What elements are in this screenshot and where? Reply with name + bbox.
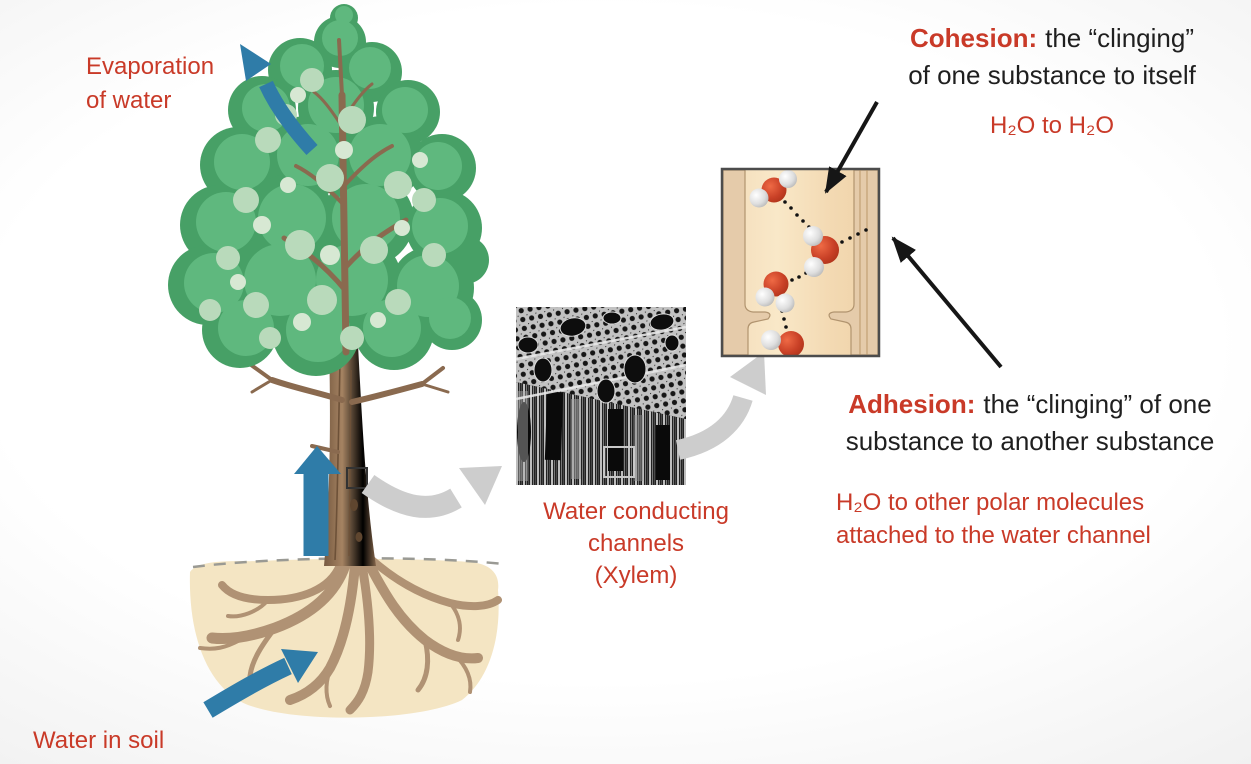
xylem-inspection-square [603,446,635,478]
water-molecule [755,271,795,313]
tree-canopy [168,4,489,376]
xylem-fiber-voids [517,391,670,480]
evaporation-label-line1: Evaporation [86,53,215,80]
tree-trunk [324,345,376,566]
xylem-to-channel-arrow [675,352,766,460]
trunk-to-xylem-arrow [361,466,502,518]
evaporation-arrow [240,44,318,156]
tree-roots [198,556,502,715]
adhesion-pointer-arrow [891,236,1003,369]
adhesion-definition: Adhesion:the “clinging” of one substance… [808,386,1251,460]
adhesion-def-part1: the “clinging” of one [983,389,1212,419]
cohesion-example: H₂O to H₂O [990,112,1114,139]
evaporation-label-line2: of water [86,87,172,114]
cohesion-definition-line1: Cohesion:the “clinging” [872,20,1232,57]
cohesion-definition: Cohesion:the “clinging” of one substance… [872,20,1232,144]
cohesion-def-part1: the “clinging” [1045,23,1194,53]
xylem-label-line1: Water conducting [543,498,729,525]
xylem-label-line2: channels [587,530,685,557]
adhesion-note-line2: attached to the water channel [836,522,1151,549]
adhesion-note-line1: H₂O to other polar molecules [836,489,1145,516]
cohesion-term: Cohesion: [910,23,1038,53]
xylem-micrograph [515,307,687,485]
water-molecule [761,330,804,355]
water-into-roots-arrow [203,649,318,718]
trunk-inspection-square [346,467,368,489]
xylem-label-line3: (Xylem) [594,562,678,589]
cohesion-def-part2: of one substance to itself [908,60,1196,90]
xylem-vessel-holes [517,311,680,404]
bare-branches [245,360,450,454]
adhesion-def-part2: substance to another substance [845,426,1215,456]
water-molecule [803,226,839,277]
cohesion-pointer-arrow [824,101,879,194]
water-uptake-trunk-arrow [294,446,341,556]
water-in-soil-label: Water in soil [33,727,165,754]
water-molecule [749,170,797,208]
channel-frame [720,167,881,358]
evaporation-label: Evaporation of water [86,50,214,118]
adhesion-term: Adhesion: [848,389,976,419]
adhesion-note: H₂O to other polar molecules attached to… [836,486,1151,552]
water-channel-diagram [720,167,881,358]
adhesion-definition-line1: Adhesion:the “clinging” of one [808,386,1251,423]
channel-walls [722,169,879,356]
ground-surface-dashed-line [192,557,504,569]
xylem-label: Water conducting channels (Xylem) [500,496,772,592]
